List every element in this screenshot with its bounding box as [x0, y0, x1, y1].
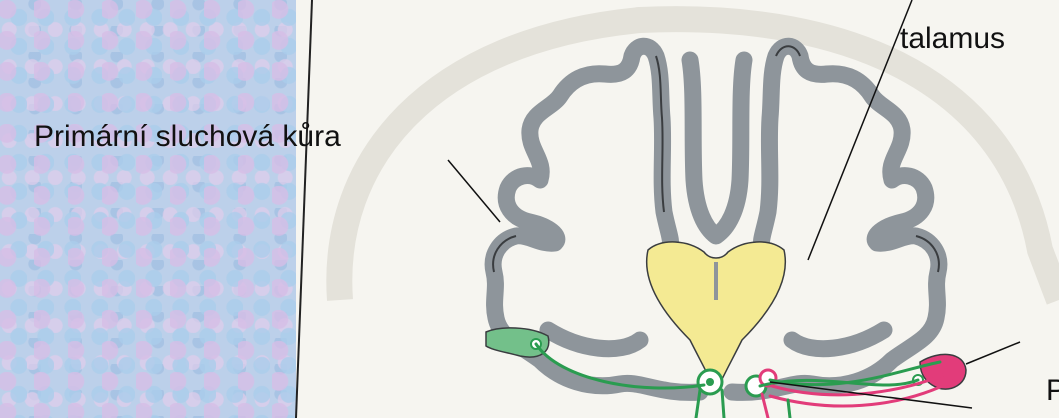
panel-divider-line	[296, 0, 312, 418]
descending-green-2	[722, 390, 724, 418]
primary-auditory-cortex-label: Primární sluchová kůra	[34, 122, 341, 152]
right-label-leader-line	[966, 342, 1020, 364]
talamus-label: talamus	[900, 24, 1005, 54]
descending-green-3	[788, 400, 790, 418]
left-temporal-fold	[548, 330, 640, 349]
right-partial-label: P	[1046, 376, 1059, 406]
right-temporal-fold	[792, 330, 884, 349]
right-cortex-pink-area	[920, 354, 966, 389]
interhemispheric-fold	[690, 60, 744, 236]
auditory-cortex-leader-line	[448, 160, 500, 222]
